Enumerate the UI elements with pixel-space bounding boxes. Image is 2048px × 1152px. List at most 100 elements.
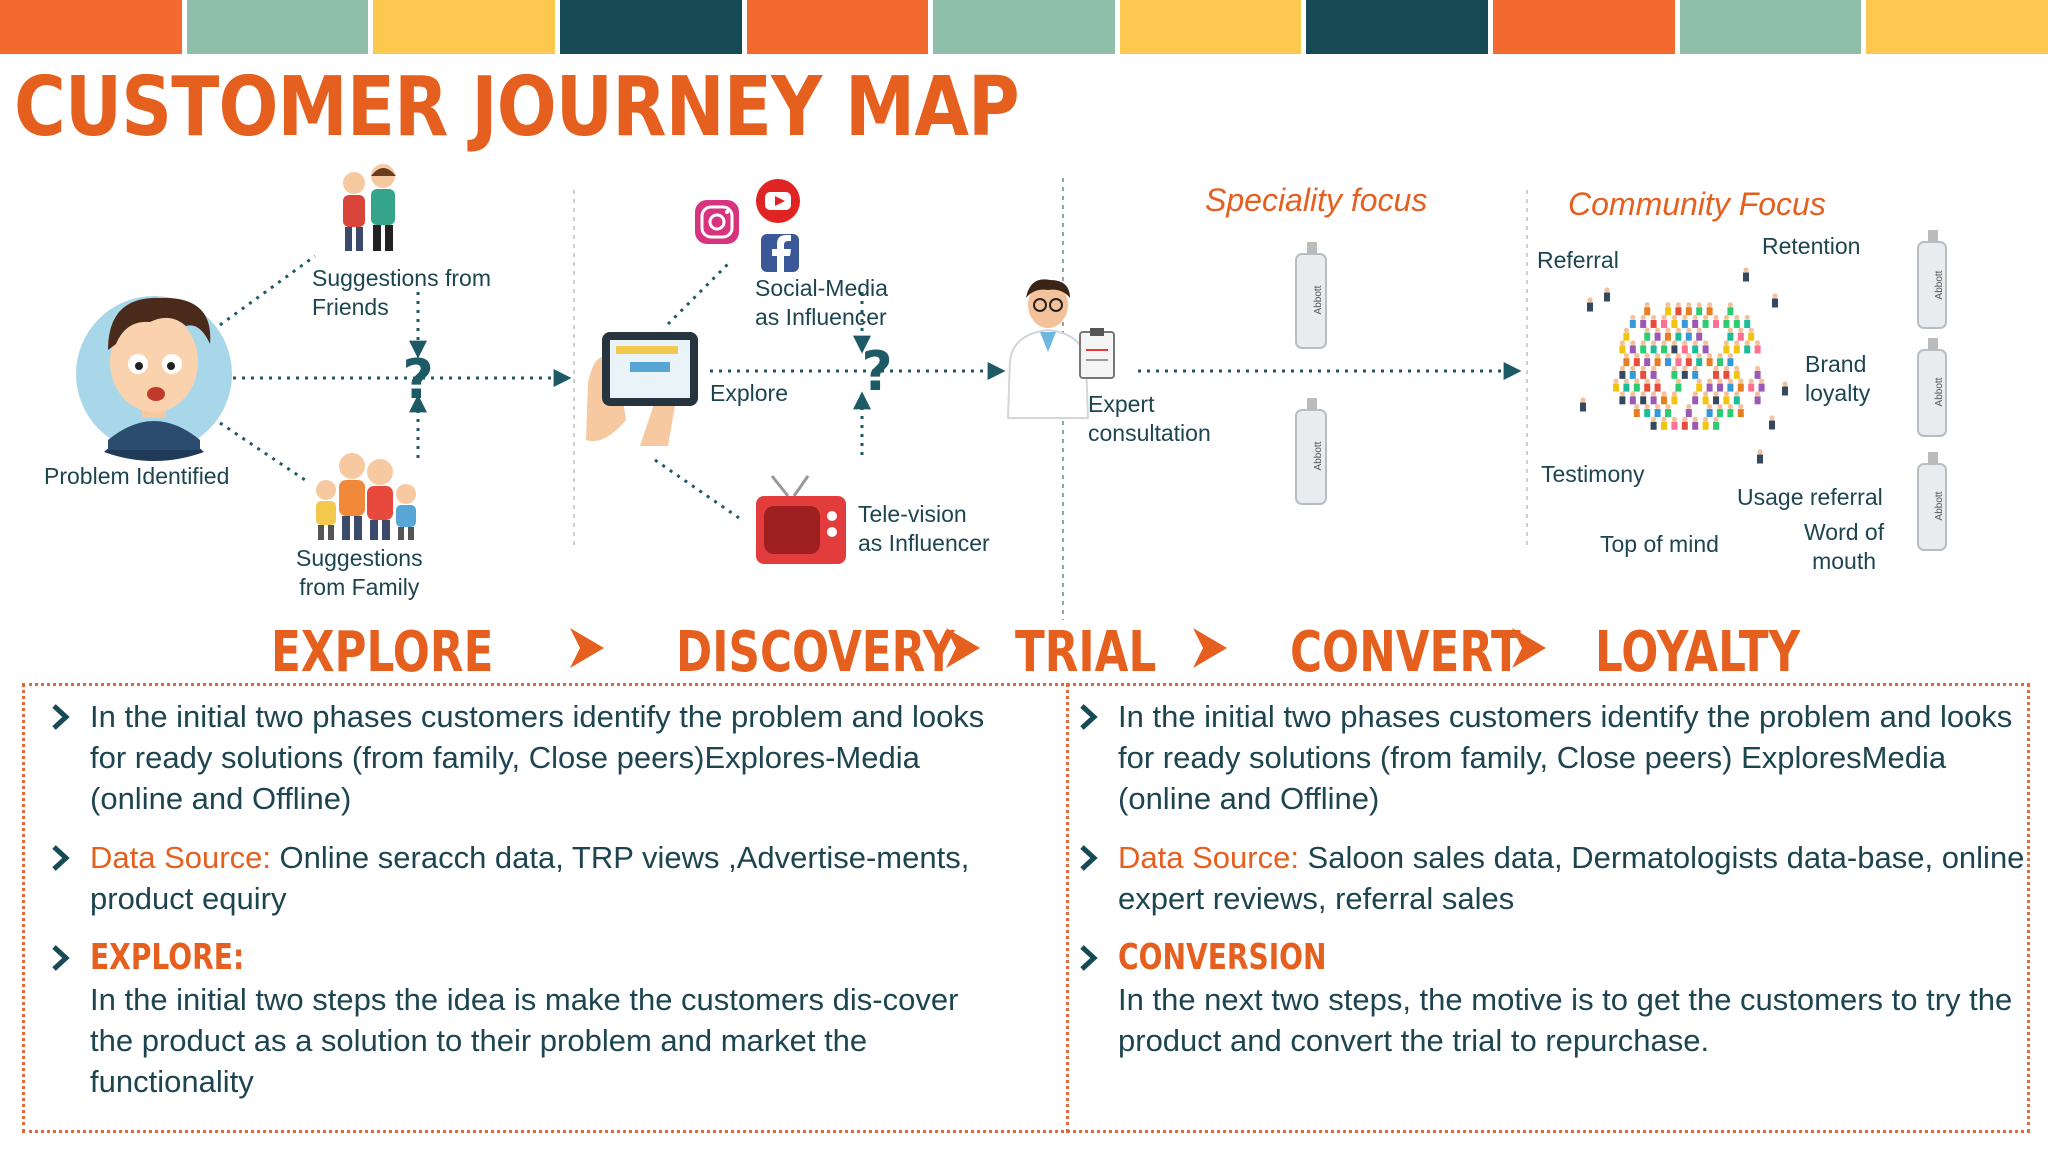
worried-man-icon — [76, 296, 232, 461]
crowd-person-head — [1755, 391, 1761, 397]
explore-description: In the initial two steps the idea is mak… — [90, 982, 959, 1099]
data-source-text: Online seracch data, TRP views ,Advertis… — [90, 840, 970, 916]
family-icon — [316, 453, 416, 540]
crowd-person-head — [1651, 365, 1657, 371]
brand-loyalty-label: Brand loyalty — [1805, 351, 1871, 406]
crowd-person-body — [1665, 332, 1671, 341]
chevron-right-icon — [1512, 628, 1546, 668]
crowd-person-head — [1713, 314, 1719, 321]
crowd-person-body — [1723, 396, 1730, 405]
crowd-person-head — [1748, 327, 1754, 333]
crowd-person-body — [1629, 396, 1636, 405]
crowd-person-body — [1717, 409, 1723, 418]
crowd-person-body — [1650, 319, 1657, 328]
expert-consultation-label: Expert consultation — [1088, 391, 1211, 446]
crowd-person-head — [1634, 353, 1640, 359]
crowd-person-head — [1651, 314, 1657, 321]
crowd-person-body — [1696, 307, 1703, 316]
crowd-person-head — [1651, 340, 1657, 346]
crowd-person-body — [1661, 421, 1667, 430]
family-label: Suggestions from Family — [296, 545, 423, 600]
crowd-person-body — [1650, 345, 1657, 354]
crowd-person-head — [1619, 340, 1625, 346]
crowd-person-body — [1737, 409, 1744, 418]
stripe-segment — [0, 0, 182, 54]
crowd-person-body — [1696, 332, 1703, 341]
journey-diagram: ? ? — [76, 164, 1947, 620]
crowd-person-head — [1738, 327, 1744, 333]
crowd-person-head — [1744, 314, 1750, 321]
crowd-person-body — [1727, 332, 1734, 341]
crowd-person-body — [1644, 409, 1651, 418]
chevron-right-icon — [52, 945, 70, 971]
product-bottle-icon: Abbott — [1295, 242, 1327, 349]
crowd-person-body — [1640, 370, 1647, 379]
crowd-person-body — [1644, 332, 1651, 341]
crowd-person-body — [1696, 383, 1703, 392]
list-item: Data Source: Online seracch data, TRP vi… — [22, 837, 997, 919]
crowd-person-head — [1692, 391, 1698, 397]
crowd-person-head — [1723, 340, 1729, 346]
bottle-brand-text: Abbott — [1934, 377, 1945, 406]
crowd-person-body — [1754, 345, 1761, 354]
crowd-person-head — [1619, 365, 1625, 371]
crowd-person-head — [1707, 302, 1713, 308]
crowd-person-body — [1671, 421, 1678, 430]
crowd-person-body — [1757, 454, 1763, 464]
crowd-person-body — [1723, 345, 1730, 354]
crowd-person-head — [1755, 365, 1761, 371]
crowd-person-body — [1654, 383, 1661, 392]
chevron-right-icon — [1080, 845, 1098, 871]
crowd-person-head — [1738, 403, 1744, 410]
crowd-person-body — [1619, 396, 1626, 405]
crowd-person-body — [1685, 358, 1692, 367]
crowd-person-head — [1696, 327, 1702, 333]
crowd-person-body — [1629, 319, 1636, 328]
crowd-person-body — [1702, 319, 1709, 328]
crowd-person-head — [1671, 340, 1677, 346]
crowd-person-body — [1675, 332, 1682, 341]
crowd-person-head — [1661, 314, 1667, 321]
bottle-brand-text: Abbott — [1934, 270, 1945, 299]
crowd-person-head — [1707, 378, 1713, 384]
crowd-person-head — [1682, 416, 1688, 422]
crowd-person-head — [1675, 302, 1681, 308]
crowd-person-head — [1640, 365, 1646, 371]
top-color-stripe — [0, 0, 2048, 54]
list-item: Data Source: Saloon sales data, Dermatol… — [1050, 837, 2025, 919]
crowd-person-body — [1758, 383, 1765, 392]
list-item: In the initial two phases customers iden… — [22, 696, 997, 819]
crowd-person-head — [1623, 378, 1629, 384]
crowd-person-body — [1692, 396, 1699, 405]
crowd-person-head — [1738, 378, 1744, 384]
crowd-person-head — [1644, 403, 1650, 410]
crowd-person-head — [1692, 314, 1698, 321]
crowd-person-body — [1748, 383, 1755, 392]
crowd-person-head — [1661, 416, 1667, 422]
crowd-person-body — [1644, 307, 1651, 316]
crowd-person-body — [1713, 370, 1719, 379]
crowd-person-body — [1661, 345, 1667, 354]
phase-discovery: DISCOVERY — [676, 620, 955, 685]
phase-explore: EXPLORE — [271, 620, 494, 685]
crowd-person-head — [1723, 314, 1729, 321]
stripe-segment — [186, 0, 369, 54]
crowd-person-head — [1734, 340, 1740, 346]
crowd-person-head — [1772, 293, 1778, 299]
friends-icon — [343, 164, 396, 251]
crowd-person-body — [1727, 307, 1734, 316]
crowd-person-head — [1682, 314, 1688, 321]
stripe-segment — [559, 0, 742, 54]
crowd-person-head — [1619, 391, 1625, 397]
crowd-person-head — [1671, 391, 1677, 397]
television-label: Tele-vision as Influencer — [858, 501, 990, 556]
crowd-person-head — [1727, 302, 1733, 308]
product-bottle-icon: Abbott — [1917, 230, 1947, 329]
crowd-person-body — [1744, 345, 1751, 354]
panel-divider — [1066, 683, 1069, 1133]
crowd-person-body — [1702, 421, 1709, 430]
crowd-person-body — [1706, 383, 1713, 392]
crowd-person-head — [1713, 365, 1719, 371]
crowd-person-body — [1733, 345, 1740, 354]
crowd-person-body — [1723, 319, 1730, 328]
